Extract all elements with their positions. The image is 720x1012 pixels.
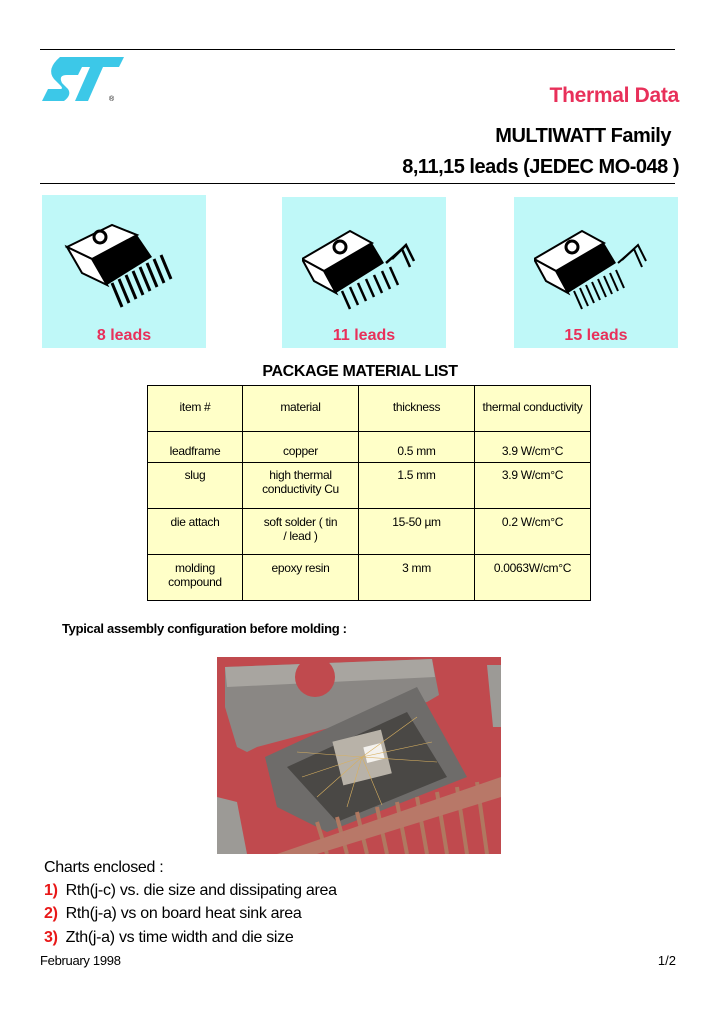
table-row: die attach soft solder ( tin / lead ) 15… (147, 508, 591, 555)
assembly-photo (217, 657, 501, 854)
table-row: leadframe copper 0.5 mm 3.9 W/cm°C (147, 431, 591, 463)
package-11-leads: 11 leads (282, 197, 446, 348)
chart-list-item: 3) Zth(j-a) vs time width and die size (44, 929, 294, 947)
cell-item: slug (147, 462, 243, 509)
top-rule (40, 49, 675, 50)
cell-conductivity: 3.9 W/cm°C (474, 431, 591, 463)
table-row: slug high thermal conductivity Cu 1.5 mm… (147, 462, 591, 509)
cell-thickness: 1.5 mm (358, 462, 475, 509)
st-logo (40, 55, 126, 103)
registered-mark: ® (109, 96, 115, 103)
cell-item: die attach (147, 508, 243, 555)
header-conductivity: thermal conductivity (474, 385, 591, 432)
multiwatt-15-package-icon (534, 229, 647, 310)
cell-material: soft solder ( tin / lead ) (242, 508, 359, 555)
family-title: MULTIWATT Family (495, 125, 671, 147)
multiwatt-8-package-icon (64, 223, 173, 308)
package-15-leads: 15 leads (514, 197, 678, 348)
header-rule (40, 183, 675, 184)
chart-item-text: Zth(j-a) vs time width and die size (65, 929, 294, 946)
package-label: 11 leads (332, 327, 396, 344)
cell-thickness: 0.5 mm (358, 431, 475, 463)
charts-enclosed-heading: Charts enclosed : (44, 859, 164, 876)
chart-list-item: 1) Rth(j-c) vs. die size and dissipating … (44, 882, 337, 900)
package-label: 8 leads (96, 327, 152, 344)
cell-thickness: 15-50 µm (358, 508, 475, 555)
chart-item-text: Rth(j-a) vs on board heat sink area (65, 905, 302, 922)
assembly-photo-image (217, 657, 501, 854)
cell-material: copper (242, 431, 359, 463)
table-header-row: item # material thickness thermal conduc… (147, 385, 591, 432)
table-row: molding compound epoxy resin 3 mm 0.0063… (147, 554, 591, 601)
package-label: 15 leads (564, 327, 628, 344)
chart-item-number: 1) (44, 882, 58, 899)
cell-conductivity: 3.9 W/cm°C (474, 462, 591, 509)
footer-date: February 1998 (40, 953, 121, 968)
chart-item-number: 3) (44, 929, 58, 946)
material-table: item # material thickness thermal conduc… (147, 385, 591, 601)
cell-conductivity: 0.0063W/cm°C (474, 554, 591, 601)
header-thickness: thickness (358, 385, 475, 432)
package-8-leads: 8 leads (42, 195, 206, 348)
chart-item-number: 2) (44, 905, 58, 922)
page-number: 1/2 (657, 953, 676, 968)
material-table-title: PACKAGE MATERIAL LIST (262, 363, 458, 380)
st-logo-icon (42, 57, 124, 101)
chart-list-item: 2) Rth(j-a) vs on board heat sink area (44, 905, 302, 923)
header-material: material (242, 385, 359, 432)
cell-item: leadframe (147, 431, 243, 463)
leads-subtitle: 8,11,15 leads (JEDEC MO-048 ) (402, 156, 679, 178)
chart-item-text: Rth(j-c) vs. die size and dissipating ar… (65, 882, 337, 899)
cell-conductivity: 0.2 W/cm°C (474, 508, 591, 555)
cell-item: molding compound (147, 554, 243, 601)
cell-material: epoxy resin (242, 554, 359, 601)
header-item: item # (147, 385, 243, 432)
assembly-caption: Typical assembly configuration before mo… (62, 621, 347, 636)
multiwatt-11-package-icon (302, 229, 416, 310)
cell-material: high thermal conductivity Cu (242, 462, 359, 509)
page-title: Thermal Data (549, 84, 680, 107)
cell-thickness: 3 mm (358, 554, 475, 601)
